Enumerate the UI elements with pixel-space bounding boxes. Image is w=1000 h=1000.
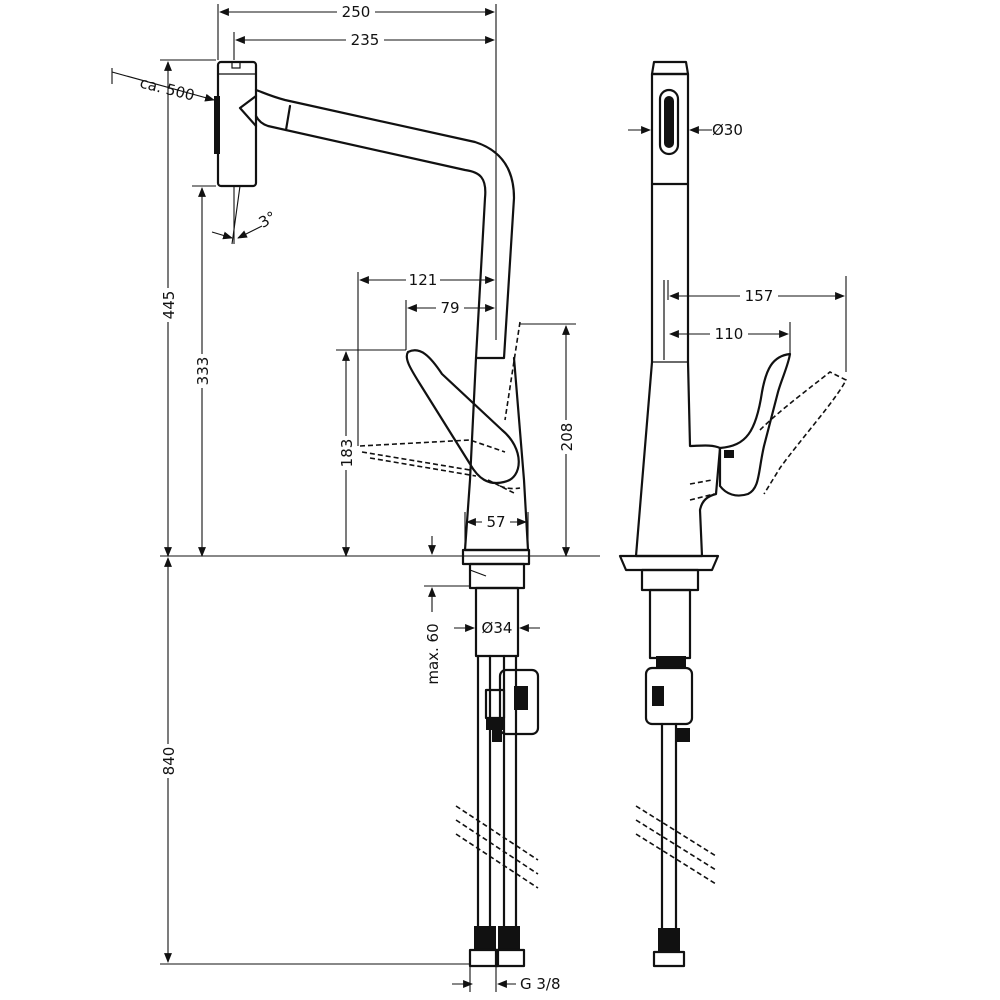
dim-ca-500: ca. 500 <box>138 74 196 105</box>
dim-79: 79 <box>440 299 459 317</box>
front-lever <box>718 352 792 497</box>
dim-333: 333 <box>194 357 212 386</box>
dim-250: 250 <box>342 3 371 21</box>
dim-57: 57 <box>486 513 505 531</box>
dim-121: 121 <box>409 271 438 289</box>
dim-110: 110 <box>715 325 744 343</box>
dim-445: 445 <box>160 291 178 320</box>
spout <box>254 88 516 360</box>
dim-dia-34: Ø34 <box>482 619 513 637</box>
dim-max-60: max. 60 <box>424 623 442 684</box>
front-column <box>634 182 722 558</box>
front-view-dimensions: Ø30 157 110 <box>628 121 847 372</box>
valve-box <box>498 668 540 736</box>
dim-g-3-8: G 3/8 <box>520 975 561 993</box>
front-view <box>618 60 848 968</box>
dim-3-deg: 3° <box>256 208 280 232</box>
front-valve <box>644 666 694 726</box>
spray-head <box>214 60 258 188</box>
dim-157: 157 <box>745 287 774 305</box>
dim-235: 235 <box>351 31 380 49</box>
dim-dia-30: Ø30 <box>712 121 743 139</box>
side-view-dimensions: 250 235 ca. 500 445 333 3° 121 7 <box>111 2 600 993</box>
lever-handle <box>405 349 520 485</box>
dim-183: 183 <box>338 439 356 468</box>
side-view <box>214 60 540 968</box>
dim-840: 840 <box>160 747 178 776</box>
dim-208: 208 <box>558 423 576 452</box>
